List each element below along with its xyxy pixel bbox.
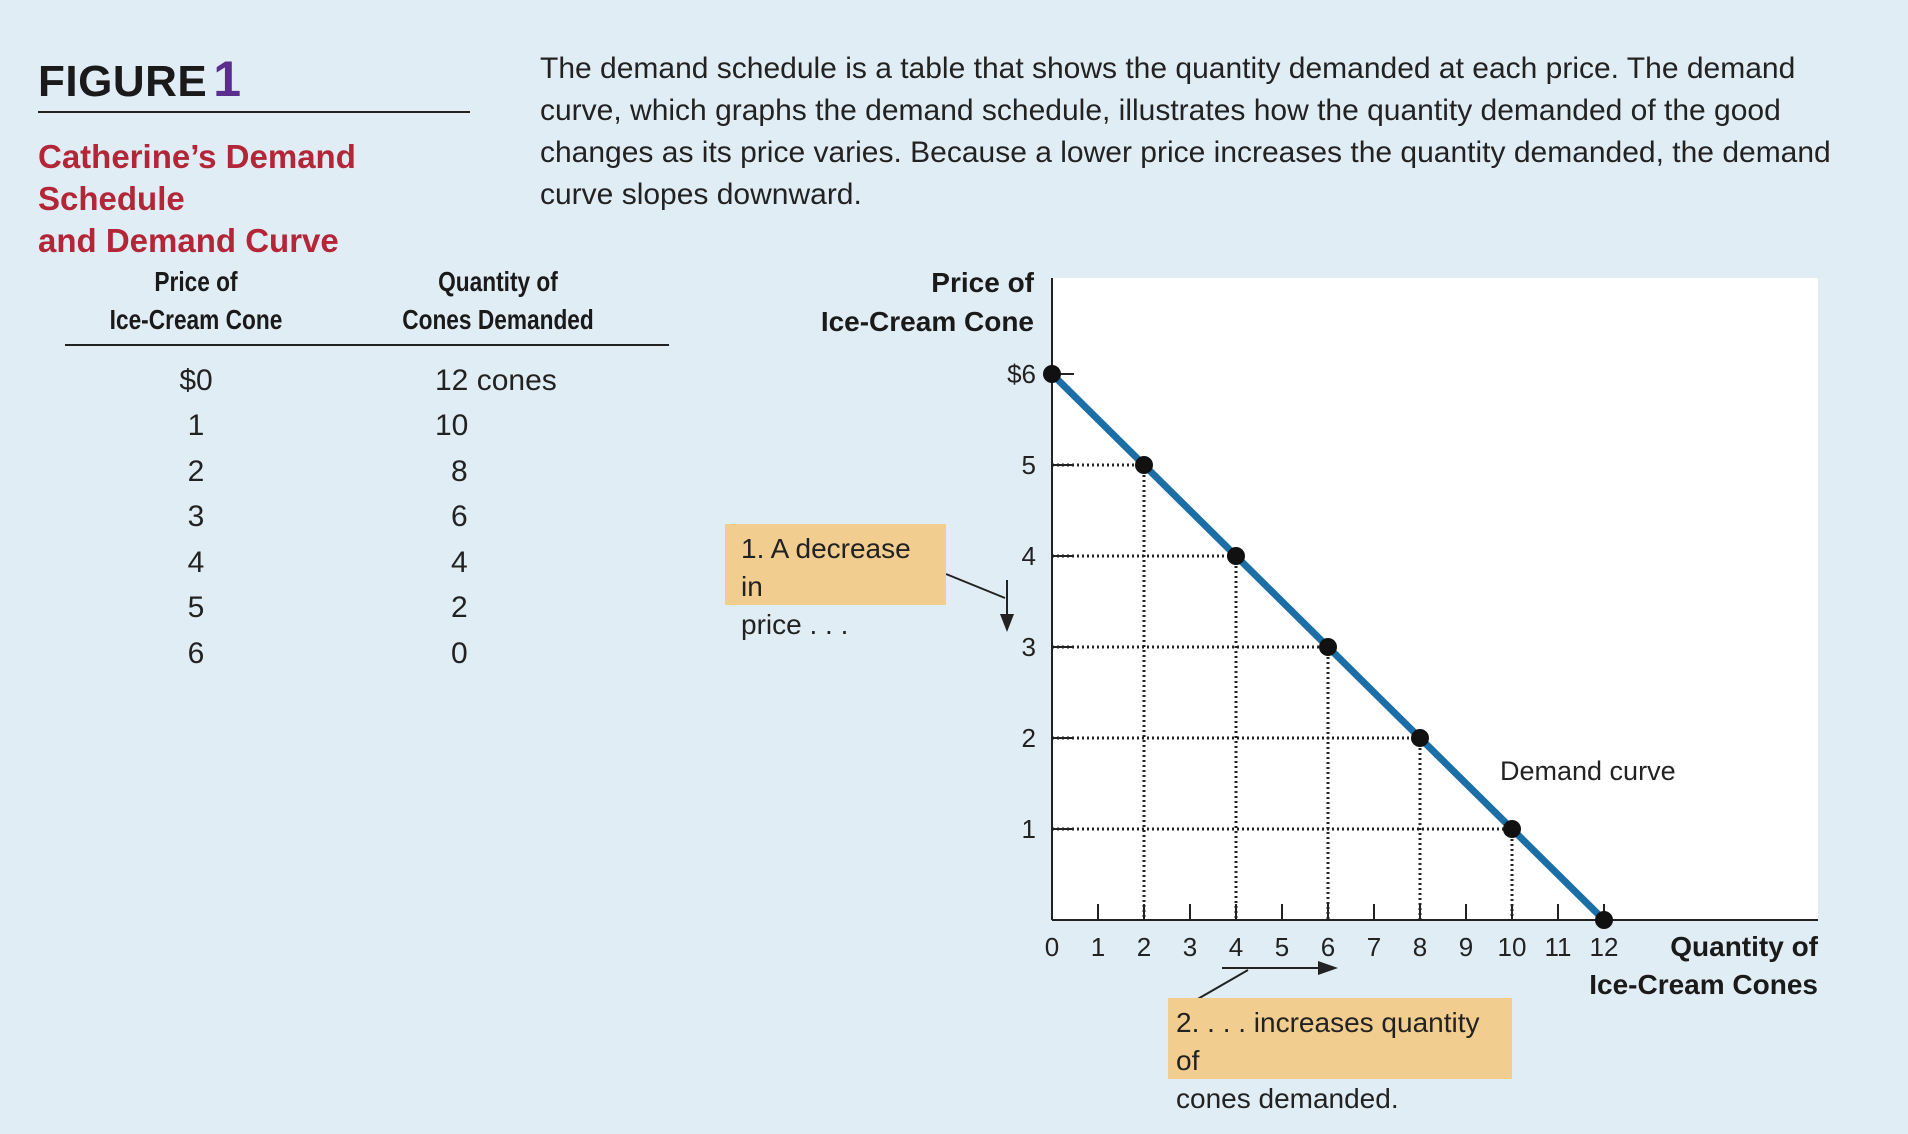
figure-title-line1: Catherine’s Demand Schedule (38, 138, 356, 217)
x-axis-title-line1: Quantity of (1670, 931, 1818, 962)
price-decrease-callout: 1. A decrease in price . . . (725, 524, 946, 640)
x-tick-label: 12 (1590, 932, 1619, 962)
x-tick-label: 7 (1367, 932, 1381, 962)
price-cell: 5 (187, 591, 205, 625)
y-tick-label: 4 (1022, 541, 1036, 571)
quantity-increase-callout: 2. . . . increases quantity of cones dem… (1168, 998, 1512, 1114)
price-cell: 1 (187, 409, 205, 443)
table-row: 1 10 (65, 404, 669, 450)
figure-title: Catherine’s Demand Schedule and Demand C… (38, 136, 478, 262)
y-axis-title-line1: Price of (931, 267, 1034, 298)
figure-caption: The demand schedule is a table that show… (540, 52, 1831, 211)
x-tick-label: 4 (1229, 932, 1243, 962)
qty-header-line2: Cones Demanded (402, 304, 594, 335)
y-axis-title-line2: Ice-Cream Cone (821, 306, 1034, 337)
x-tick-label: 0 (1045, 932, 1059, 962)
plot-area (1052, 278, 1818, 920)
y-tick-label: 5 (1022, 450, 1036, 480)
x-tick-label: 3 (1183, 932, 1197, 962)
quantity-cell: 2 (451, 591, 468, 625)
data-point (1595, 911, 1613, 929)
table-row: $0 12 cones (65, 358, 669, 404)
data-point (1135, 456, 1153, 474)
price-header-line2: Ice-Cream Cone (109, 304, 283, 335)
figure-divider (38, 111, 470, 113)
y-tick-label: 1 (1022, 814, 1036, 844)
x-tick-label: 5 (1275, 932, 1289, 962)
quantity-cell: 4 (451, 545, 468, 579)
y-tick-label: $6 (1007, 359, 1036, 389)
demand-curve-label: Demand curve (1500, 756, 1676, 786)
quantity-cell: 6 (451, 500, 468, 534)
x-tick-label: 9 (1459, 932, 1473, 962)
data-point (1043, 365, 1061, 383)
callout2-line1: 2. . . . increases quantity of (1176, 1007, 1480, 1076)
data-point (1227, 547, 1245, 565)
quantity-cell: 0 (451, 636, 468, 670)
x-tick-label: 11 (1545, 932, 1572, 962)
figure-number: 1 (213, 51, 242, 107)
price-cell: $0 (179, 363, 213, 397)
data-point (1411, 729, 1429, 747)
callout2-line2: cones demanded. (1176, 1083, 1399, 1114)
quantity-cell: 12 cones (435, 363, 557, 397)
schedule-header: Price of Ice-Cream Cone Quantity of Cone… (65, 258, 669, 346)
callout1-leader (945, 573, 1006, 599)
quantity-cell: 8 (451, 454, 468, 488)
x-tick-label: 2 (1137, 932, 1151, 962)
y-tick-label: 2 (1022, 723, 1036, 753)
y-tick-label: 3 (1022, 632, 1036, 662)
price-cell: 4 (187, 545, 205, 579)
price-cell: 2 (187, 454, 205, 488)
data-point (1503, 820, 1521, 838)
price-cell: 3 (187, 500, 205, 534)
quantity-cell: 10 (435, 409, 469, 443)
figure-title-line2: and Demand Curve (38, 222, 339, 259)
x-tick-label: 10 (1498, 932, 1527, 962)
callout1-line1: 1. A decrease in (741, 533, 911, 602)
quantity-arrow-head (1318, 961, 1338, 975)
price-column-header: Price of Ice-Cream Cone (78, 263, 314, 339)
data-point (1319, 638, 1337, 656)
qty-header-line1: Quantity of (438, 266, 558, 297)
callout1-line2: price . . . (741, 609, 849, 640)
demand-schedule-table: Price of Ice-Cream Cone Quantity of Cone… (65, 258, 669, 677)
figure-label-text: FIGURE (38, 57, 208, 106)
price-arrow-head (1000, 614, 1014, 632)
price-cell: 6 (187, 636, 205, 670)
x-tick-label: 1 (1091, 932, 1105, 962)
x-tick-label: 8 (1413, 932, 1427, 962)
quantity-column-header: Quantity of Cones Demanded (344, 263, 652, 339)
callout2-leader (1195, 969, 1249, 1001)
price-header-line1: Price of (154, 266, 238, 297)
x-tick-label: 6 (1321, 932, 1335, 962)
x-axis-title-line2: Ice-Cream Cones (1589, 969, 1818, 1000)
